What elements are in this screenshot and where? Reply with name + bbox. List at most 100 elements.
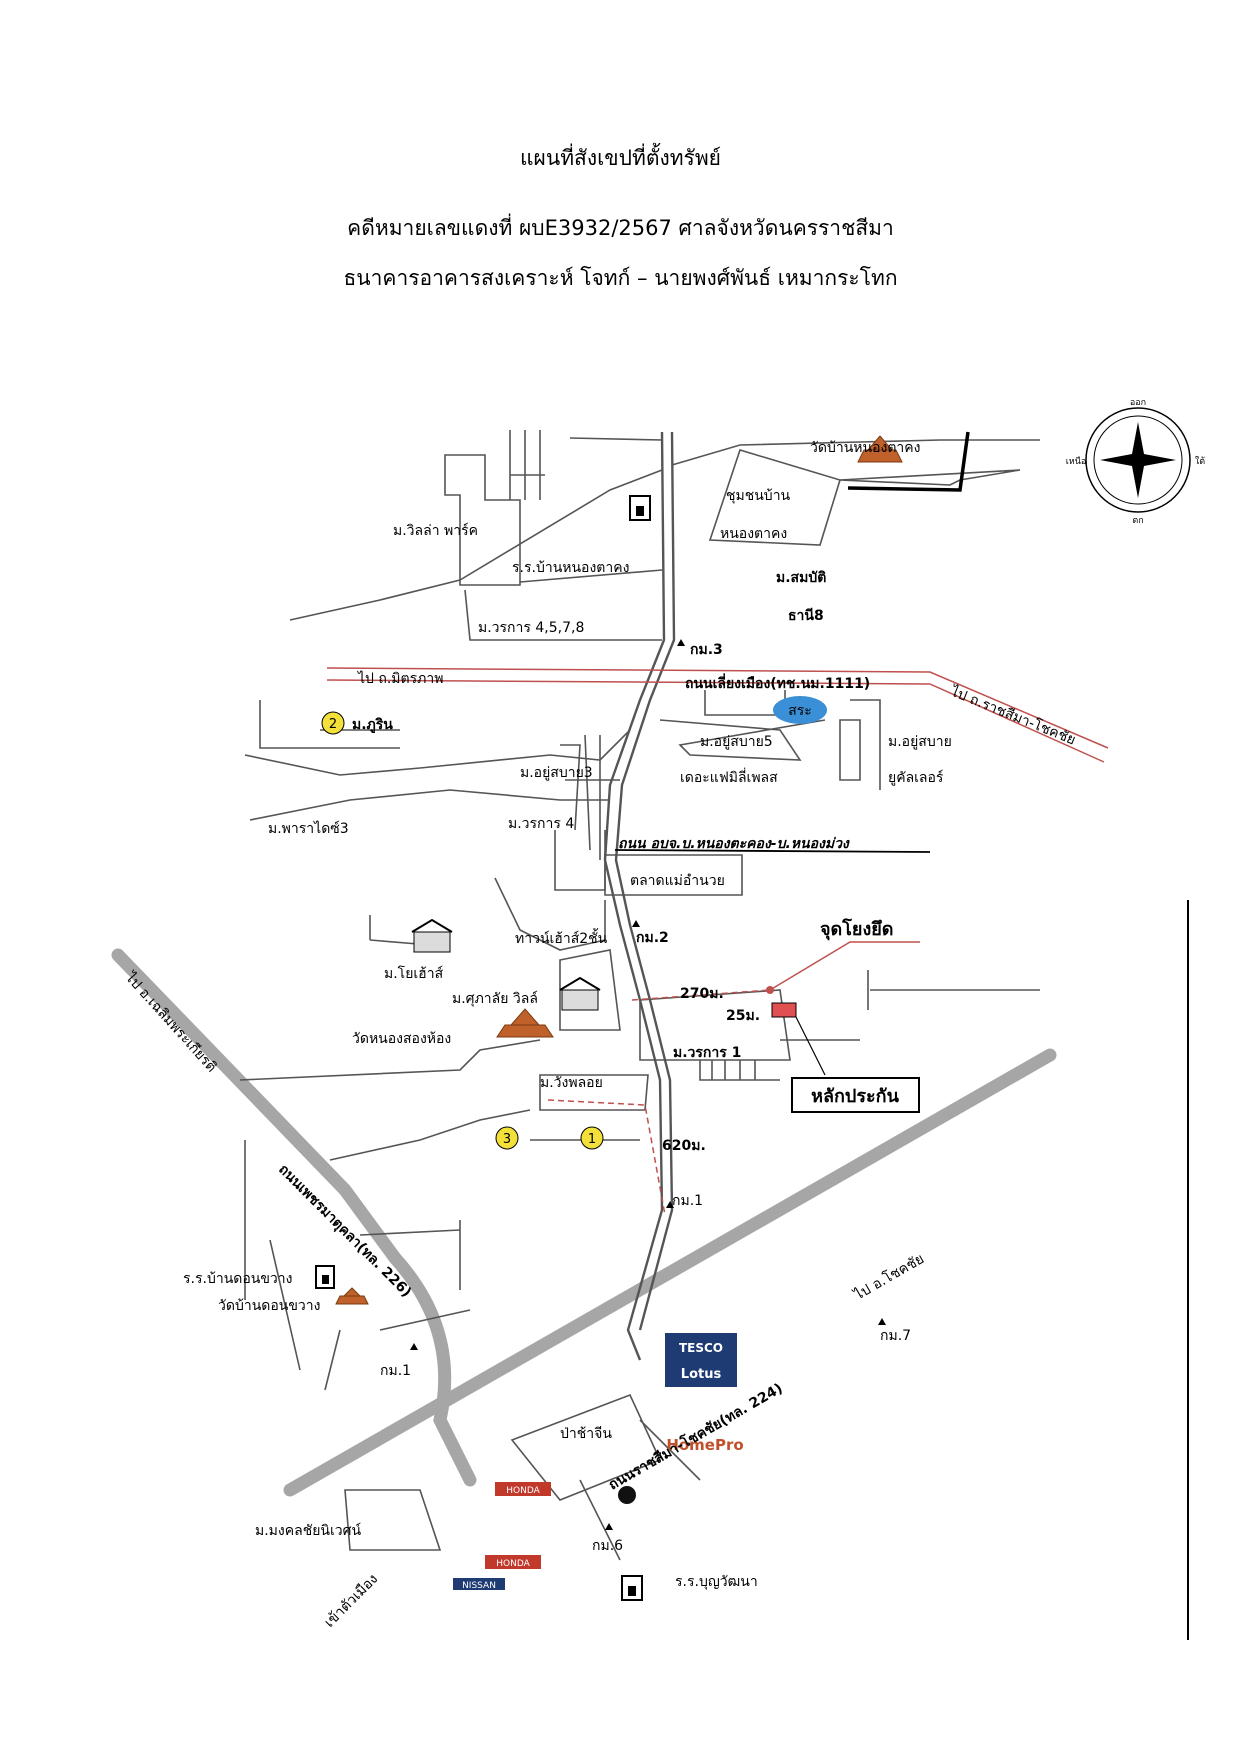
label-sombat-1: ม.สมบัติ <box>776 570 826 586</box>
label-wat-song-hong: วัดหนองสองห้อง <box>352 1031 451 1047</box>
label-community-2: หนองตาคง <box>720 526 787 542</box>
label-to-mittraphap: ไป ถ.มิตรภาพ <box>357 670 443 687</box>
honda-logo <box>485 1555 541 1569</box>
label-phurin: ม.ภูริน <box>352 717 393 733</box>
market-block <box>604 854 743 896</box>
worakan-4578-block <box>464 589 662 641</box>
km-marker-icon <box>632 920 640 927</box>
compass-north: ออก <box>1130 398 1146 408</box>
label-market: ตลาดแม่อำนวย <box>630 873 725 889</box>
case-number: คดีหมายเลขแดงที่ ผบE3932/2567 ศาลจังหวัด… <box>347 216 894 240</box>
label-townhouse: ทาวน์เฮ้าส์2ชั้น <box>515 928 608 947</box>
label-to-chaloem: ไป อ.เฉลิมพระเกียรติ <box>121 969 220 1076</box>
seize-pointer <box>769 941 920 991</box>
compass-west: เหนือ <box>1066 456 1087 467</box>
label-villa-park: ม.วิลล่า พาร์ค <box>393 522 478 539</box>
north-road-2 <box>671 439 1040 466</box>
label-yoosabai3: ม.อยู่สบาย3 <box>520 765 593 781</box>
label-home-hills: ม.โยเฮ้าส์ <box>384 965 444 982</box>
label-dist-25: 25ม. <box>726 1008 760 1024</box>
collateral-pointer <box>795 1016 826 1076</box>
pond-label: สระ <box>788 703 812 719</box>
seize-point-dot <box>766 986 774 994</box>
compass-east: ใต้ <box>1195 456 1205 467</box>
don-khwang-lines <box>324 1309 471 1391</box>
community-block <box>708 449 842 546</box>
label-km1-main: กม.1 <box>672 1193 703 1209</box>
label-bypass-road: ถนนเลี่ยงเมือง(ทช.นม.1111) <box>685 673 870 692</box>
distance-270-line <box>631 989 771 1001</box>
honda-text: HONDA <box>506 1486 540 1496</box>
label-yoosabai5: ม.อยู่สบาย5 <box>700 734 773 750</box>
label-worakan4: ม.วรการ 4 <box>508 816 574 832</box>
svg-text:3: 3 <box>503 1132 511 1147</box>
label-school-nong-takhong: ร.ร.บ้านหนองตาคง <box>512 560 629 576</box>
km-marker-icon <box>666 1201 674 1208</box>
collateral-box <box>791 1077 920 1113</box>
south-road <box>579 1419 701 1561</box>
svg-text:2: 2 <box>329 717 337 732</box>
gas-station-icon <box>618 1486 636 1504</box>
label-pacha-chin: ป่าช้าจีน <box>560 1426 612 1442</box>
temple-icon <box>496 1008 554 1038</box>
marker-3: 3 <box>495 1126 519 1150</box>
label-yoosabai-2: ยูคัลเลอร์ <box>888 769 944 786</box>
wat-boundary <box>847 431 970 492</box>
worakan4-block <box>554 830 606 891</box>
label-seize-point: จุดโยงยึด <box>820 918 893 941</box>
collateral-parcel <box>771 1002 797 1018</box>
page-title: แผนที่สังเขปที่ตั้งทรัพย์ <box>520 146 721 170</box>
nissan-text: NISSAN <box>462 1581 496 1591</box>
km-marker-icon <box>410 1343 418 1350</box>
temple-icon <box>857 435 903 463</box>
marker-2: 2 <box>321 711 345 735</box>
school-road <box>519 569 663 583</box>
don-khwang-road <box>244 1140 461 1371</box>
house-icon <box>411 918 453 953</box>
villa-park-block <box>444 454 521 586</box>
bypass-highway-south <box>326 679 1105 763</box>
compass-south: ตก <box>1132 516 1143 526</box>
label-wang-phon: ม.วังพลอย <box>540 1075 603 1091</box>
label-sombat-2: ธานี8 <box>788 608 824 624</box>
villa-park-lines <box>509 430 545 500</box>
north-road-1 <box>289 469 663 621</box>
parties-line: ธนาคารอาคารสงเคราะห์ โจทก์ – นายพงศ์พันธ… <box>343 266 898 290</box>
label-km7: กม.7 <box>880 1328 911 1344</box>
km-marker-icon <box>605 1523 613 1530</box>
label-mongkhon: ม.มงคลชัยนิเวศน์ <box>255 1522 361 1539</box>
temple-icon <box>335 1287 369 1305</box>
west-mid-road <box>329 1109 531 1161</box>
compass-icon: ออก ตก ใต้ เหนือ <box>1066 398 1206 526</box>
label-worakan1: ม.วรการ 1 <box>673 1045 741 1061</box>
school-icon <box>621 1575 643 1601</box>
label-supalai: ม.ศุภาลัย วิลล์ <box>452 990 538 1007</box>
label-community-1: ชุมชนบ้าน <box>726 488 791 504</box>
yoosabai-block <box>839 699 881 790</box>
school-icon <box>315 1265 335 1289</box>
label-to-chokchai: ไป อ.โชคชัย <box>851 1250 927 1304</box>
townhouse-block <box>494 877 606 951</box>
label-family-place: เดอะแฟมิลี่เพลส <box>680 768 778 786</box>
north-east-road <box>839 469 1021 486</box>
label-yoosabai-1: ม.อยู่สบาย <box>888 734 952 750</box>
honda-logo <box>495 1482 551 1496</box>
km-marker-icon <box>677 639 685 646</box>
west-road <box>244 729 631 776</box>
label-km2: กม.2 <box>636 930 669 946</box>
label-worakan-4578: ม.วรการ 4,5,7,8 <box>478 620 584 636</box>
yoosabai3-lines <box>560 734 620 860</box>
supalai-block <box>559 949 621 1031</box>
label-wat-don-khwang: วัดบ้านดอนขวาง <box>218 1298 320 1314</box>
house-icon <box>559 976 601 1011</box>
road-ratchasima-chokchai <box>283 1048 1057 1497</box>
km-marker-icon <box>878 1318 886 1325</box>
label-school-bunwatthana: ร.ร.บุญวัฒนา <box>675 1574 758 1590</box>
nissan-logo <box>453 1578 505 1590</box>
school-icon <box>629 495 651 521</box>
label-dist-270: 270ม. <box>680 986 724 1002</box>
label-wat-nong-takhong: วัดบ้านหนองตาคง <box>810 440 920 456</box>
pacha-chin-block <box>510 1393 662 1501</box>
marker-1: 1 <box>580 1126 604 1150</box>
